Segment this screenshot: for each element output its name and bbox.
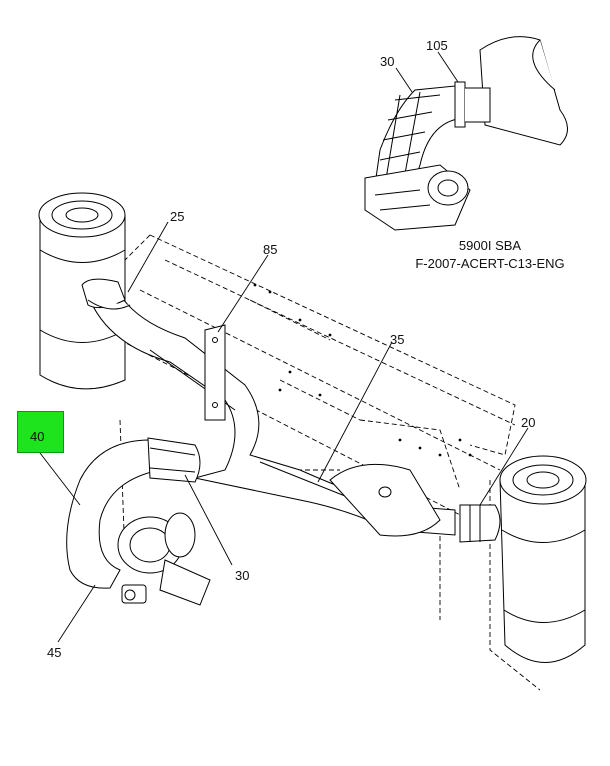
center-canister <box>329 463 441 537</box>
hose-25 <box>81 278 131 310</box>
callout-105: 105 <box>426 38 448 53</box>
callout-30: 30 <box>235 568 250 583</box>
callout-25: 25 <box>170 209 185 224</box>
hose-20 <box>459 504 501 543</box>
inset-detail <box>364 36 568 231</box>
turbocharger <box>117 512 211 606</box>
caption-model: 5900I SBA <box>458 238 522 253</box>
right-air-cleaner <box>499 455 587 663</box>
caption-engine: F-2007-ACERT-C13-ENG <box>415 256 565 271</box>
callout-20: 20 <box>521 415 536 430</box>
left-air-cleaner <box>38 192 126 390</box>
callout-35: 35 <box>390 332 405 347</box>
callout-30-inset: 30 <box>380 54 395 69</box>
turbo-elbow <box>66 437 201 589</box>
leader-lines <box>39 51 529 643</box>
callout-40-label: 40 <box>30 429 45 444</box>
callout-45: 45 <box>47 645 62 660</box>
frame-rivets <box>253 283 472 457</box>
bracket-85 <box>204 324 226 421</box>
highlighted-callout-40[interactable]: 40 <box>17 411 64 453</box>
callout-85: 85 <box>263 242 278 257</box>
